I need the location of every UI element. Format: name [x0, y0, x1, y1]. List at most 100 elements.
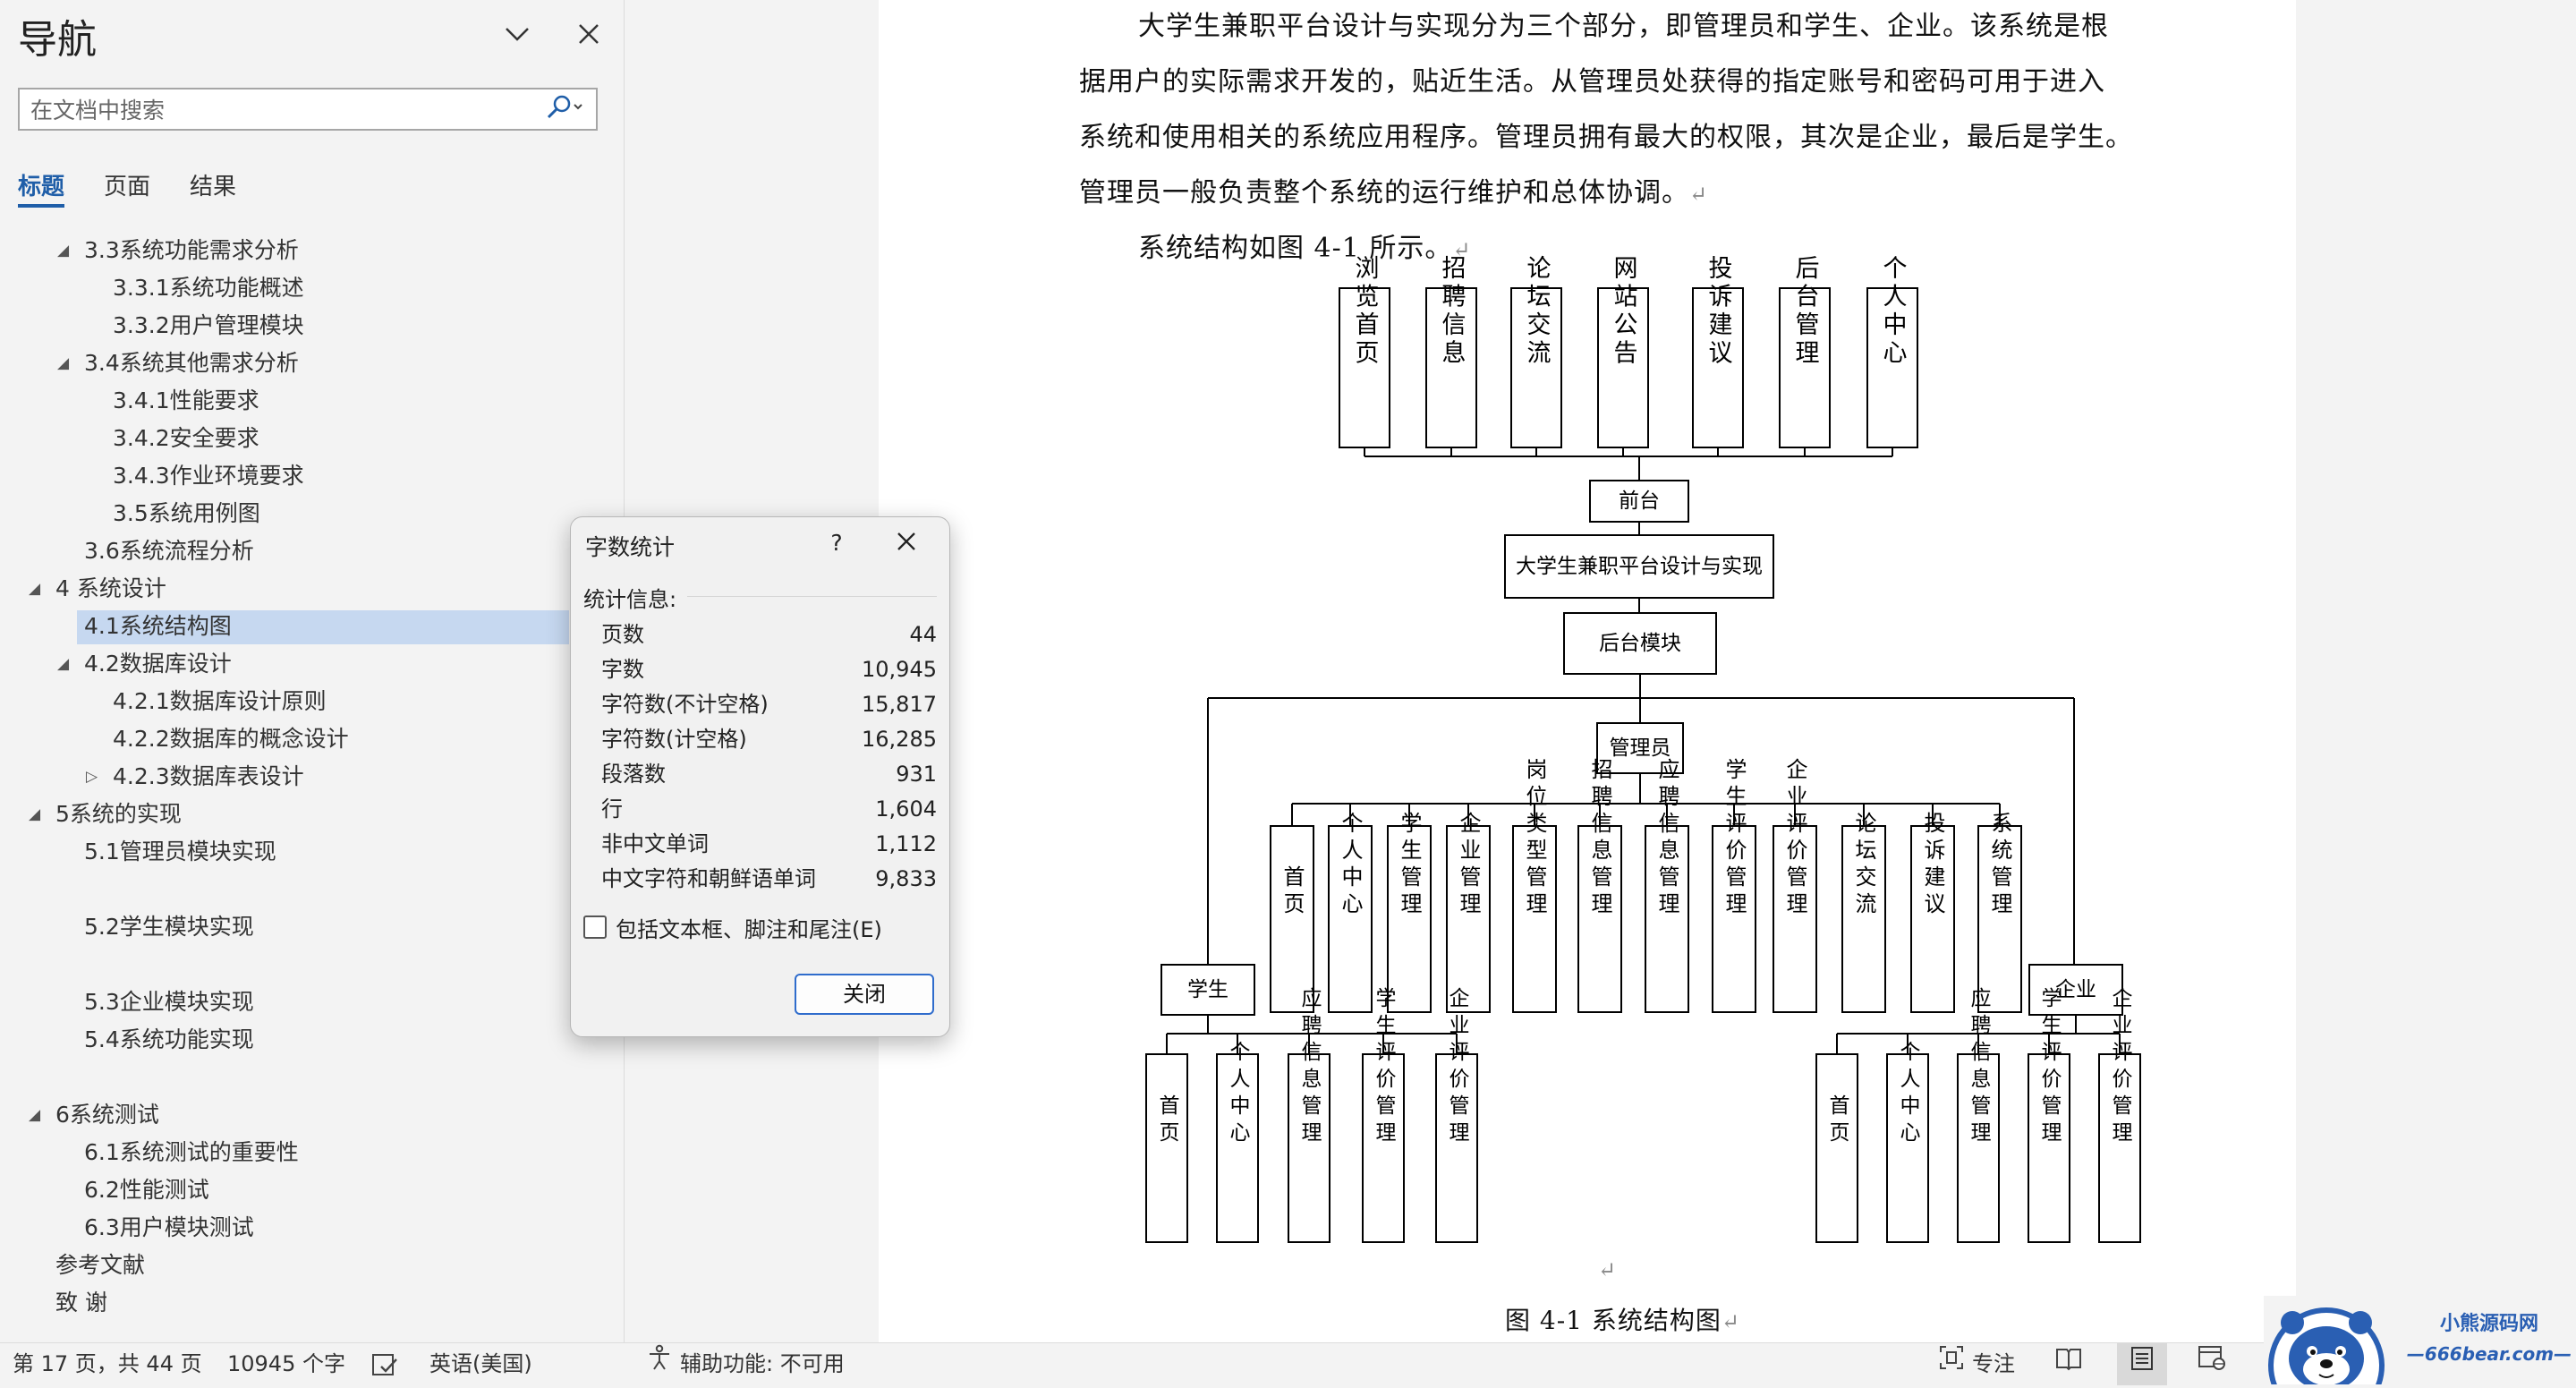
admin-module-box — [1773, 825, 1817, 1013]
heading-label: 3.4.1性能要求 — [113, 387, 259, 413]
heading-label: 6系统测试 — [55, 1102, 159, 1128]
empty-paragraph-mark: ↵ — [1598, 1257, 1618, 1282]
accessibility-icon — [646, 1343, 673, 1385]
heading-item[interactable]: 4.1系统结构图 — [0, 609, 625, 644]
focus-mode-button[interactable]: 专注 — [1938, 1343, 2015, 1385]
statistic-label: 页数 — [601, 622, 644, 647]
company-module-box — [1886, 1053, 1929, 1243]
search-button[interactable] — [539, 93, 591, 125]
tab-pages[interactable]: 页面 — [104, 174, 151, 200]
statistic-label: 字数 — [601, 657, 644, 682]
nav-options-button[interactable] — [494, 13, 540, 59]
checkbox-box[interactable] — [583, 915, 607, 939]
node-label: 企业管理 — [1456, 812, 1481, 919]
heading-item[interactable]: 5.4系统功能实现 — [0, 1022, 625, 1058]
heading-item[interactable]: 6.1系统测试的重要性 — [0, 1135, 625, 1171]
navigation-pane: 导航 标题 页面 结果 ◢3.3系统功能需求分析 3.3.1系统功能概述 3.3.2… — [0, 0, 625, 1342]
page-indicator[interactable]: 第 17 页，共 44 页 — [13, 1351, 202, 1376]
tab-results[interactable]: 结果 — [190, 174, 237, 200]
heading-label: 5.3企业模块实现 — [84, 989, 254, 1015]
heading-item[interactable]: 3.4.1性能要求 — [0, 383, 625, 419]
chevron-down-icon — [505, 26, 530, 46]
print-layout-button[interactable] — [2117, 1343, 2167, 1385]
heading-item[interactable]: ◢4.2数据库设计 — [0, 646, 625, 682]
heading-item[interactable]: 3.6系统流程分析 — [0, 533, 625, 569]
heading-item[interactable]: ◢ 6系统测试 — [0, 1097, 625, 1133]
collapse-toggle-icon[interactable]: ◢ — [29, 805, 41, 823]
web-layout-icon — [2198, 1343, 2226, 1385]
include-textboxes-checkbox[interactable]: 包括文本框、脚注和尾注(E) — [583, 911, 882, 943]
statistic-value: 44 — [909, 622, 937, 647]
admin-module-box — [1645, 825, 1689, 1013]
heading-item[interactable]: 5.2学生模块实现 — [0, 909, 625, 945]
nav-tabs: 标题 页面 结果 — [18, 168, 236, 208]
nav-title: 导航 — [18, 17, 97, 63]
node-label: 后台模块 — [1599, 632, 1681, 655]
node-label: 前台 — [1619, 490, 1660, 513]
paragraph-mark: ↵ — [1452, 237, 1472, 262]
front-module-box — [1510, 287, 1562, 448]
body-paragraph-line: 系统结构如图 4-1 所示。↵ — [1138, 233, 1472, 264]
collapse-toggle-icon[interactable]: ◢ — [57, 242, 70, 260]
node-label: 个人中心 — [1338, 812, 1363, 919]
proofing-icon[interactable] — [370, 1343, 399, 1385]
student-module-box — [1362, 1053, 1405, 1243]
heading-label: 参考文献 — [55, 1252, 146, 1278]
heading-label: 3.4.3作业环境要求 — [113, 463, 304, 489]
heading-item[interactable]: 4.2.1数据库设计原则 — [0, 684, 625, 720]
collapse-toggle-icon[interactable]: ◢ — [29, 580, 41, 598]
heading-label: 6.1系统测试的重要性 — [84, 1139, 299, 1165]
language-indicator[interactable]: 英语(美国) — [429, 1351, 532, 1376]
heading-item[interactable]: 参考文献 — [0, 1247, 625, 1283]
admin-module-box — [1270, 825, 1314, 1013]
heading-label: 3.3.1系统功能概述 — [113, 275, 304, 301]
heading-item[interactable]: 3.4.3作业环境要求 — [0, 458, 625, 494]
document-page[interactable]: 大学生兼职平台设计与实现分为三个部分，即管理员和学生、企业。该系统是根 据用户的… — [879, 0, 2296, 1342]
expand-toggle-icon[interactable]: ▷ — [86, 768, 98, 786]
statistic-value: 15,817 — [862, 692, 937, 717]
collapse-toggle-icon[interactable]: ◢ — [29, 1106, 41, 1124]
heading-label: 3.4.2安全要求 — [113, 425, 259, 451]
heading-item[interactable]: ◢5系统的实现 — [0, 796, 625, 832]
collapse-toggle-icon[interactable]: ◢ — [57, 655, 70, 673]
node-label: 大学生兼职平台设计与实现 — [1516, 555, 1763, 578]
heading-item[interactable]: ◢3.4系统其他需求分析 — [0, 345, 625, 381]
heading-item[interactable]: 6.3用户模块测试 — [0, 1210, 625, 1246]
node-label: 学生管理 — [1397, 812, 1422, 919]
heading-item[interactable]: 3.3.1系统功能概述 — [0, 270, 625, 306]
heading-item[interactable]: 6.2性能测试 — [0, 1172, 625, 1208]
heading-item[interactable]: 3.5系统用例图 — [0, 496, 625, 532]
heading-item[interactable]: 5.1管理员模块实现 — [0, 834, 625, 870]
statistic-value: 9,833 — [875, 866, 937, 891]
student-module-box — [1145, 1053, 1188, 1243]
front-module-box — [1425, 287, 1477, 448]
heading-item[interactable]: 3.3.2用户管理模块 — [0, 308, 625, 344]
heading-item[interactable]: 4.2.2数据库的概念设计 — [0, 721, 625, 757]
heading-item[interactable]: 5.3企业模块实现 — [0, 984, 625, 1020]
body-paragraph-line: 系统和使用相关的系统应用程序。管理员拥有最大的权限，其次是企业，最后是学生。 — [1079, 122, 2133, 153]
search-box — [18, 88, 598, 131]
heading-item[interactable]: ▷4.2.3数据库表设计 — [0, 759, 625, 795]
collapse-toggle-icon[interactable]: ◢ — [57, 354, 70, 372]
heading-item[interactable]: ◢4 系统设计 — [0, 571, 625, 607]
read-mode-button[interactable] — [2054, 1343, 2083, 1385]
heading-item[interactable]: 3.4.2安全要求 — [0, 421, 625, 456]
company-module-box — [1815, 1053, 1858, 1243]
node-label: 学生评价管理 — [1372, 987, 1397, 1148]
tab-headings[interactable]: 标题 — [18, 168, 65, 208]
nav-close-button[interactable] — [565, 13, 612, 59]
dialog-close-button[interactable] — [884, 524, 929, 562]
accessibility-indicator[interactable]: 辅助功能: 不可用 — [646, 1343, 845, 1385]
statistic-value: 931 — [896, 762, 937, 787]
node-label: 浏览首页 — [1351, 255, 1379, 368]
heading-item[interactable]: 致 谢 — [0, 1285, 625, 1321]
search-input[interactable] — [29, 93, 533, 127]
close-button[interactable]: 关闭 — [795, 974, 934, 1015]
heading-label: 4.2.1数据库设计原则 — [113, 688, 327, 714]
word-count-indicator[interactable]: 10945 个字 — [227, 1351, 345, 1376]
web-layout-button[interactable] — [2198, 1343, 2226, 1385]
heading-item[interactable]: ◢3.3系统功能需求分析 — [0, 233, 625, 268]
help-button[interactable]: ? — [830, 530, 843, 556]
watermark-url: —666bear.com— — [2407, 1343, 2572, 1365]
